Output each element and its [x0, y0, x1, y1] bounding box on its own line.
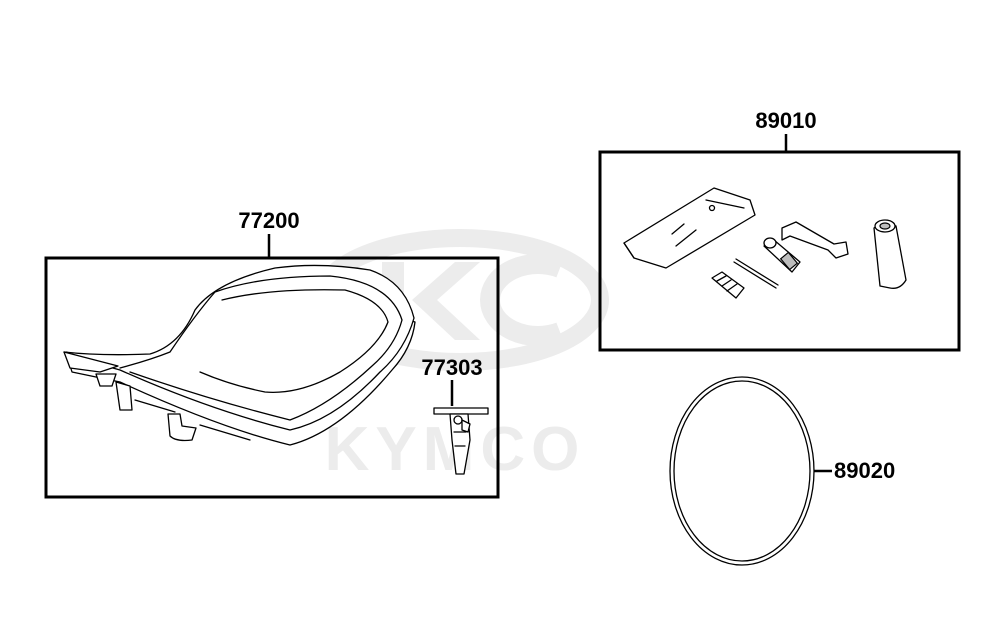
tool-kit-frame [598, 150, 961, 352]
part-number-89010: 89010 [755, 108, 816, 133]
seat-frame [44, 256, 500, 499]
tool-kit-icon [623, 187, 907, 299]
rubber-band-inner [673, 380, 811, 562]
part-number-77303: 77303 [421, 355, 482, 380]
part-number-89020: 89020 [834, 458, 895, 483]
part-number-77200: 77200 [238, 208, 299, 233]
rubber-band-icon [669, 376, 815, 566]
seat-latch-icon [433, 407, 489, 475]
seat-icon [63, 264, 416, 446]
